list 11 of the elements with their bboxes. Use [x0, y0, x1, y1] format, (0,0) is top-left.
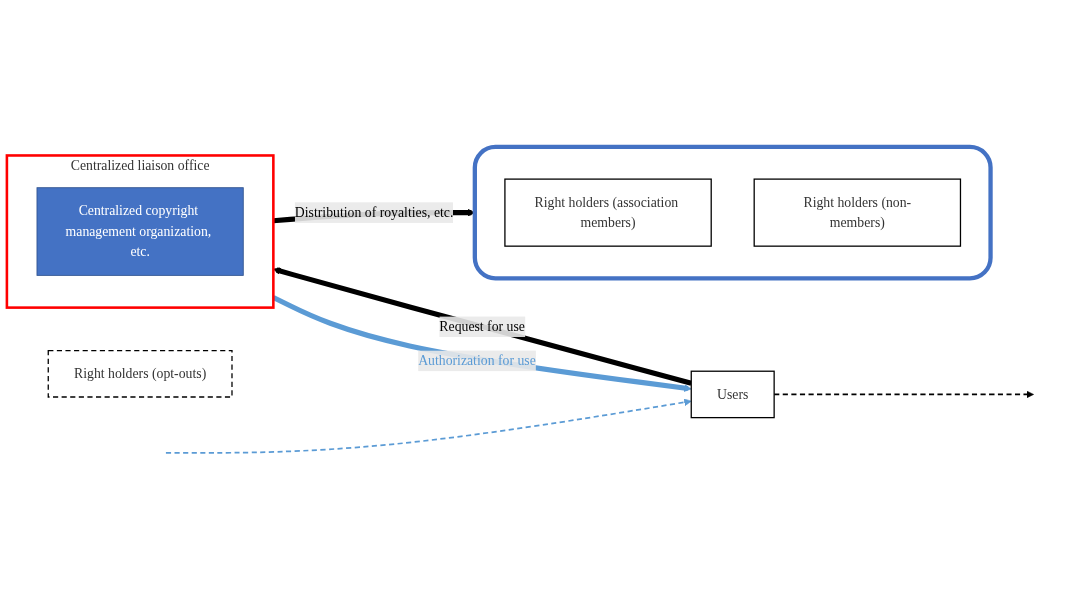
edge-label: Request for use: [439, 319, 525, 334]
node-box: Users: [690, 370, 775, 419]
arrow: [165, 398, 692, 454]
arrow: [273, 267, 692, 386]
node-box: Right holders (association members): [504, 178, 712, 247]
node-box: Right holders (non-members): [753, 178, 962, 247]
cluster: [472, 144, 993, 281]
edge-label: Authorization for use: [418, 353, 536, 368]
node-box: Centralized copyright management organization, etc.: [36, 187, 244, 276]
edge-label: Distribution of royalties, etc.: [294, 205, 454, 220]
node-box: Right holders (opt-outs): [47, 350, 233, 398]
